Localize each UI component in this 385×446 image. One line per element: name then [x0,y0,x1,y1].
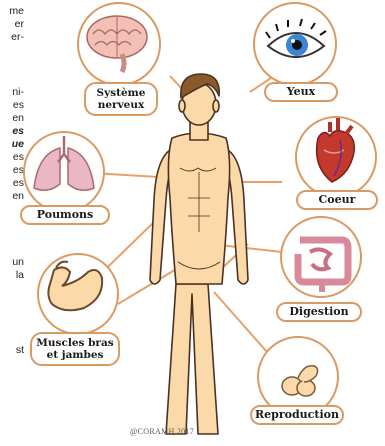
label-nervous-system: Système nerveux [84,82,158,116]
human-figure [150,74,248,434]
label-heart: Coeur [296,190,378,210]
label-lungs: Poumons [20,205,110,225]
copyright-text: @CORAMH 2017 [130,427,194,436]
label-muscles: Muscles bras et jambes [30,332,120,366]
label-eyes: Yeux [264,82,338,102]
label-digestion: Digestion [276,302,362,322]
label-reproduction: Reproduction [250,405,344,425]
